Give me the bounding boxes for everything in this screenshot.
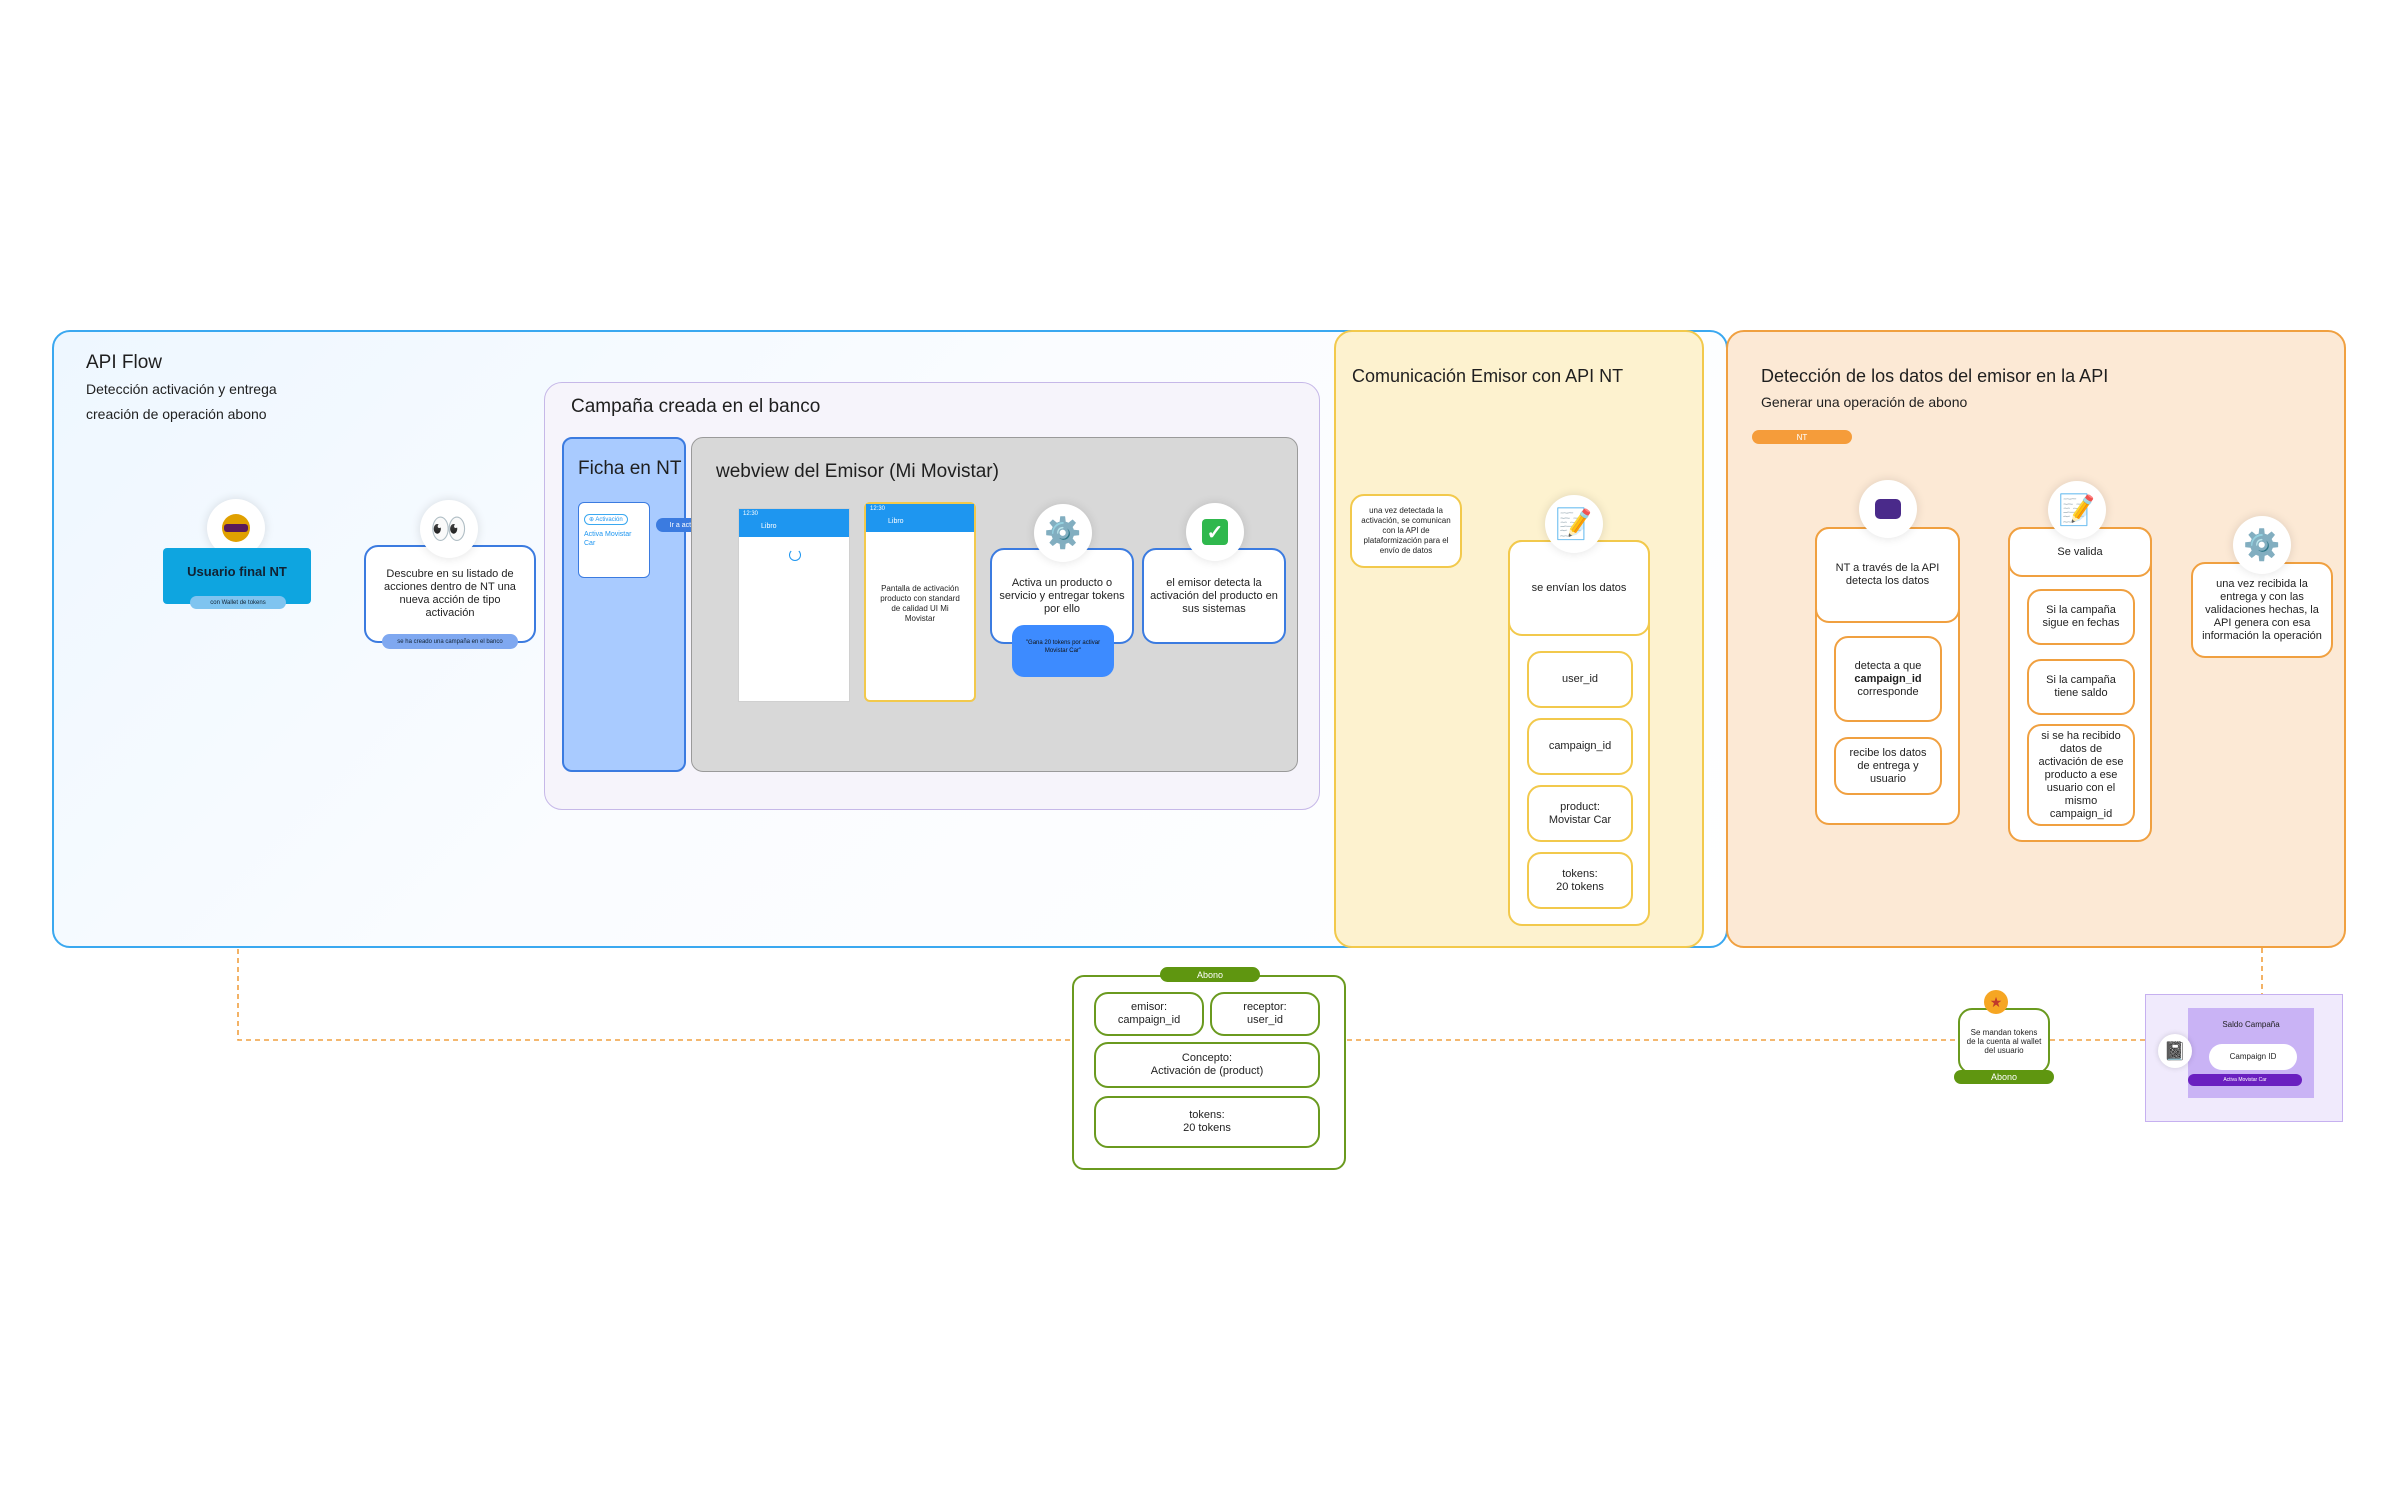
usuario-final-card[interactable]: Usuario final NT [163,548,311,604]
star-medal-icon: ★ [1984,990,2008,1014]
saldo-title: Saldo Campaña [2222,1020,2280,1029]
recibe-card: recibe los datos de entrega y usuario [1834,737,1942,795]
emisor-detecta-card: el emisor detecta la activación del prod… [1142,548,1286,644]
alien-monster-icon [1859,480,1917,538]
memo-icon: 📝 [2048,481,2106,539]
api-genera-card: una vez recibida la entrega y con las va… [2191,562,2333,658]
activa-producto-card: Activa un producto o servicio y entregar… [990,548,1134,644]
se-mandan-abono-tag: Abono [1954,1070,2054,1084]
campana-creada-pill: se ha creado una campaña en el banco [382,634,518,649]
nt-api-card: NT a través de la API detecta los datos [1815,527,1960,623]
activa-movistar-bar: Activa Movistar Car [2188,1074,2302,1086]
gana-tokens-bubble[interactable]: "Gana 20 tokens por activar Movistar Car… [1012,625,1114,677]
abono-concepto: Concepto: Activación de (product) [1094,1042,1320,1088]
field-user-id: user_id [1527,651,1633,708]
una-vez-card: una vez detectada la activación, se comu… [1350,494,1462,568]
abono-receptor: receptor: user_id [1210,992,1320,1036]
eyes-icon: 👀 [420,500,478,558]
wallet-pill: con Wallet de tokens [190,596,286,609]
ficha-frame [562,437,686,772]
api-flow-subtitle-1: Detección activación y entrega [86,381,277,397]
envian-card: se envían los datos [1508,540,1650,636]
campana-title: Campaña creada en el banco [571,396,821,417]
val-saldo-card: Si la campaña tiene saldo [2027,659,2135,715]
field-tokens: tokens: 20 tokens [1527,852,1633,909]
campaign-id-field: Campaign ID [2209,1044,2297,1070]
abono-tokens: tokens: 20 tokens [1094,1096,1320,1148]
loading-spinner-icon [789,549,801,561]
gear-icon: ⚙️ [1034,504,1092,562]
activation-screen-text: Pantalla de activación producto con stan… [880,584,960,623]
ficha-card[interactable]: ⊕ Activación Activa Movistar Car [578,502,650,578]
field-product: product: Movistar Car [1527,785,1633,842]
abono-tag: Abono [1160,967,1260,982]
activa-movistar-link[interactable]: Activa Movistar Car [584,531,632,547]
deteccion-subtitle: Generar una operación de abono [1761,394,1968,410]
nt-tag: NT [1752,430,1852,444]
phone-header: Libro [761,523,777,530]
abono-emisor: emisor: campaign_id [1094,992,1204,1036]
webview-title: webview del Emisor (Mi Movistar) [716,461,999,482]
api-flow-subtitle-2: creación de operación abono [86,406,267,422]
ninja-icon [207,499,265,557]
phone-header: Libro [888,518,904,525]
deteccion-title: Detección de los datos del emisor en la … [1761,366,2109,386]
val-recibido-card: si se ha recibido datos de activación de… [2027,724,2135,826]
api-flow-title: API Flow [86,352,163,373]
phone-time: 12:30 [870,506,886,512]
field-campaign-id: campaign_id [1527,718,1633,775]
memo-icon: 📝 [1545,495,1603,553]
phone-time: 12:30 [743,511,759,517]
notebook-icon: 📓 [2158,1034,2192,1068]
descubre-card: Descubre en su listado de acciones dentr… [364,545,536,643]
gear-icon: ⚙️ [2233,516,2291,574]
check-mark-icon: ✓ [1186,503,1244,561]
ficha-title: Ficha en NT [578,458,682,479]
comunicacion-title: Comunicación Emisor con API NT [1352,366,1624,386]
connector-abono-usuario [237,590,1070,1041]
se-mandan-card: Se mandan tokens de la cuenta al wallet … [1958,1008,2050,1074]
activacion-badge: ⊕ Activación [584,514,628,525]
val-fechas-card: Si la campaña sigue en fechas [2027,589,2135,645]
